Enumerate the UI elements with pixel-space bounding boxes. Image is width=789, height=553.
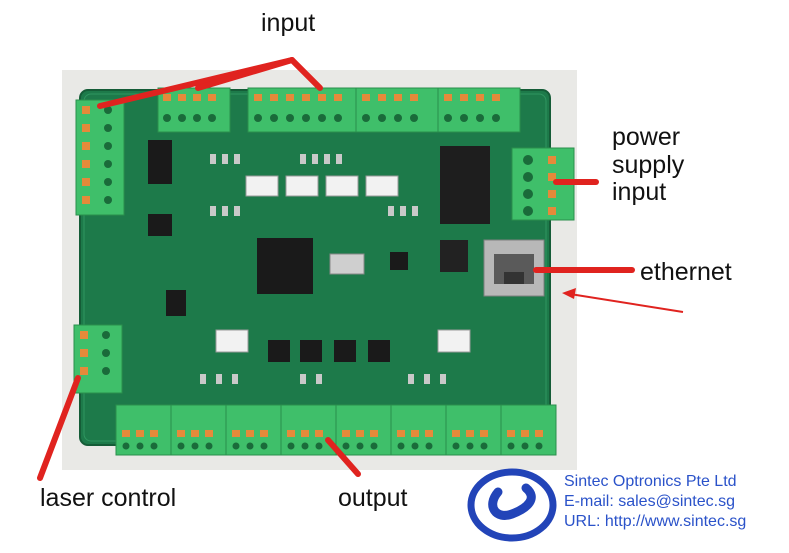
company-email: E-mail: sales@sintec.sg xyxy=(564,493,735,510)
power-label-line-1: power xyxy=(612,123,681,151)
top-input-connectors xyxy=(157,87,521,133)
output-pointer xyxy=(325,437,361,477)
power-label-line-2: supply xyxy=(612,150,685,179)
ethernet-label: ethernet xyxy=(640,258,732,286)
pointer-lines xyxy=(37,57,635,481)
input-label: input xyxy=(261,9,316,37)
power-label-line-3: input xyxy=(612,178,667,206)
ethernet-arrow xyxy=(562,288,684,313)
sintec-logo-icon xyxy=(467,468,557,542)
output-label: output xyxy=(338,484,408,512)
board-components xyxy=(148,140,471,384)
company-info: Sintec Optronics Pte Ltd E-mail: sales@s… xyxy=(564,472,746,532)
relay-block xyxy=(440,146,490,224)
input-pointer-right xyxy=(289,57,323,91)
left-input-connector xyxy=(75,99,125,216)
laser-control-pointer xyxy=(37,375,81,481)
laser-control-label: laser control xyxy=(40,484,177,512)
laser-control-connector xyxy=(73,324,123,394)
company-name: Sintec Optronics Pte Ltd xyxy=(564,473,737,490)
company-url: URL: http://www.sintec.sg xyxy=(564,513,747,530)
power-supply-input-label: power supply input xyxy=(612,123,685,207)
input-pointer-mid xyxy=(195,57,295,91)
